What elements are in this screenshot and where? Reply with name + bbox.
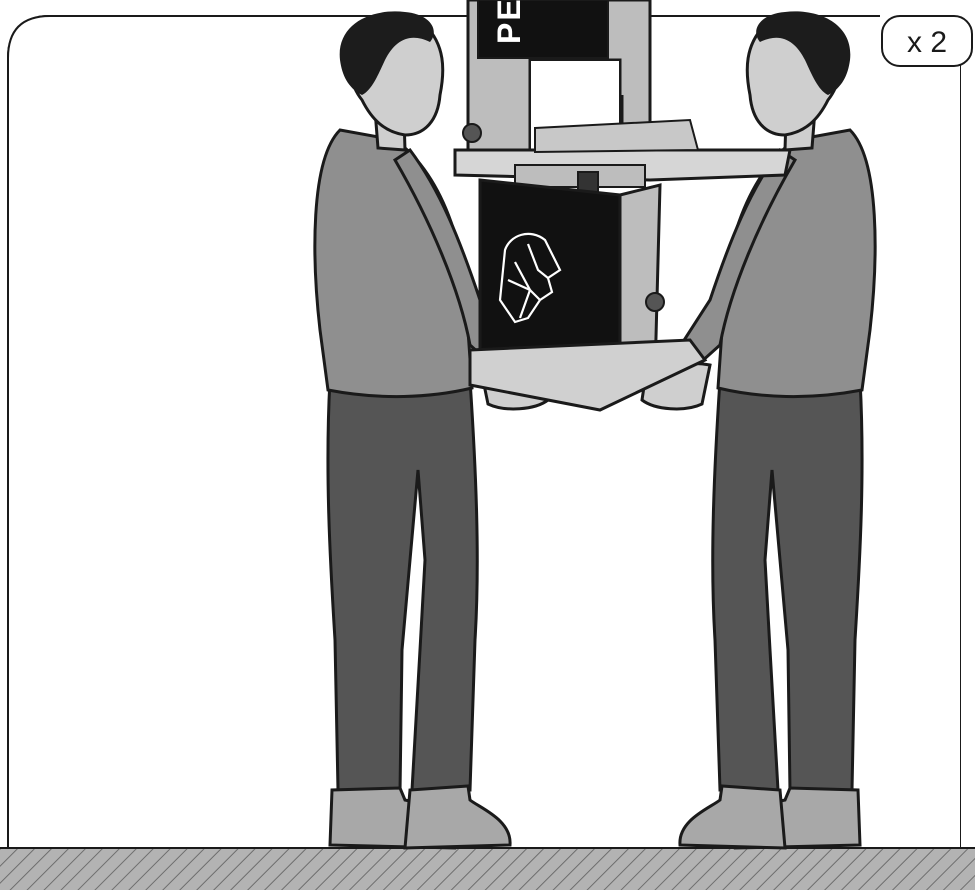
quantity-badge-label: x 2 — [907, 26, 947, 59]
quantity-badge: x 2 — [882, 16, 972, 66]
ground-hatch — [0, 848, 975, 890]
brand-text: PE — [491, 0, 527, 44]
